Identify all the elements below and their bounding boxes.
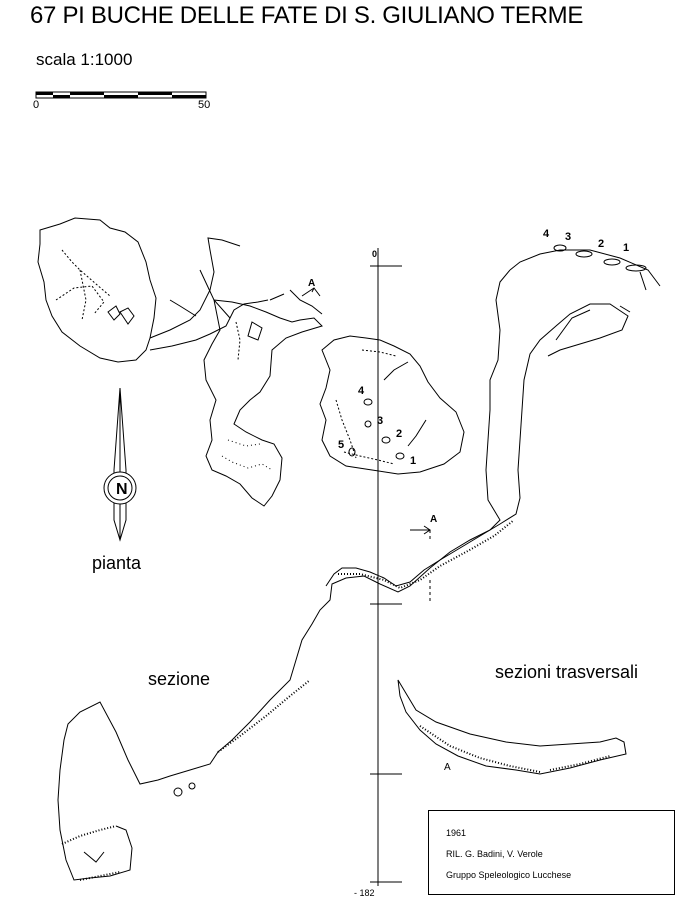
- plan-entrance-3: 3: [377, 415, 383, 427]
- cross-section-id-3: 3: [565, 231, 571, 243]
- plan-label: pianta: [92, 553, 142, 573]
- credits-group: Gruppo Speleologico Lucchese: [446, 870, 572, 880]
- cross-section-id-4: 4: [543, 228, 550, 240]
- section-mark-a-cross: A: [444, 762, 451, 773]
- north-label: N: [116, 481, 128, 498]
- scale-bar-start-label: 0: [33, 99, 40, 111]
- cross-section-id-2: 2: [598, 238, 604, 250]
- section-mark-a-upper: A: [308, 278, 315, 289]
- plan-entrance-1: 1: [410, 455, 416, 467]
- longitudinal-section: [57, 244, 661, 881]
- map-title: 67 PI BUCHE DELLE FATE DI S. GIULIANO TE…: [30, 2, 584, 29]
- depth-top-label: 0: [372, 249, 377, 259]
- plan-entrance-4: 4: [358, 385, 365, 397]
- scale-label: scala 1:1000: [36, 50, 133, 69]
- depth-axis: [370, 248, 402, 886]
- section-label: sezione: [148, 669, 211, 689]
- plan-view: [37, 217, 465, 507]
- credits-surveyors: RIL. G. Badini, V. Verole: [446, 849, 543, 859]
- credits-box: 1961 RIL. G. Badini, V. Verole Gruppo Sp…: [428, 810, 675, 895]
- scale-bar: [35, 91, 207, 99]
- credits-year: 1961: [446, 828, 467, 838]
- scale-bar-end-label: 50: [198, 99, 211, 111]
- plan-entrance-2: 2: [396, 428, 402, 440]
- cross-sections-label: sezioni trasversali: [495, 662, 639, 682]
- cross-section-id-1: 1: [623, 242, 629, 254]
- depth-bottom-label: - 182: [354, 888, 375, 898]
- section-mark-a-lower: A: [430, 514, 437, 525]
- north-arrow: [103, 387, 137, 542]
- plan-entrance-5: 5: [338, 439, 344, 451]
- cross-section: [397, 679, 627, 775]
